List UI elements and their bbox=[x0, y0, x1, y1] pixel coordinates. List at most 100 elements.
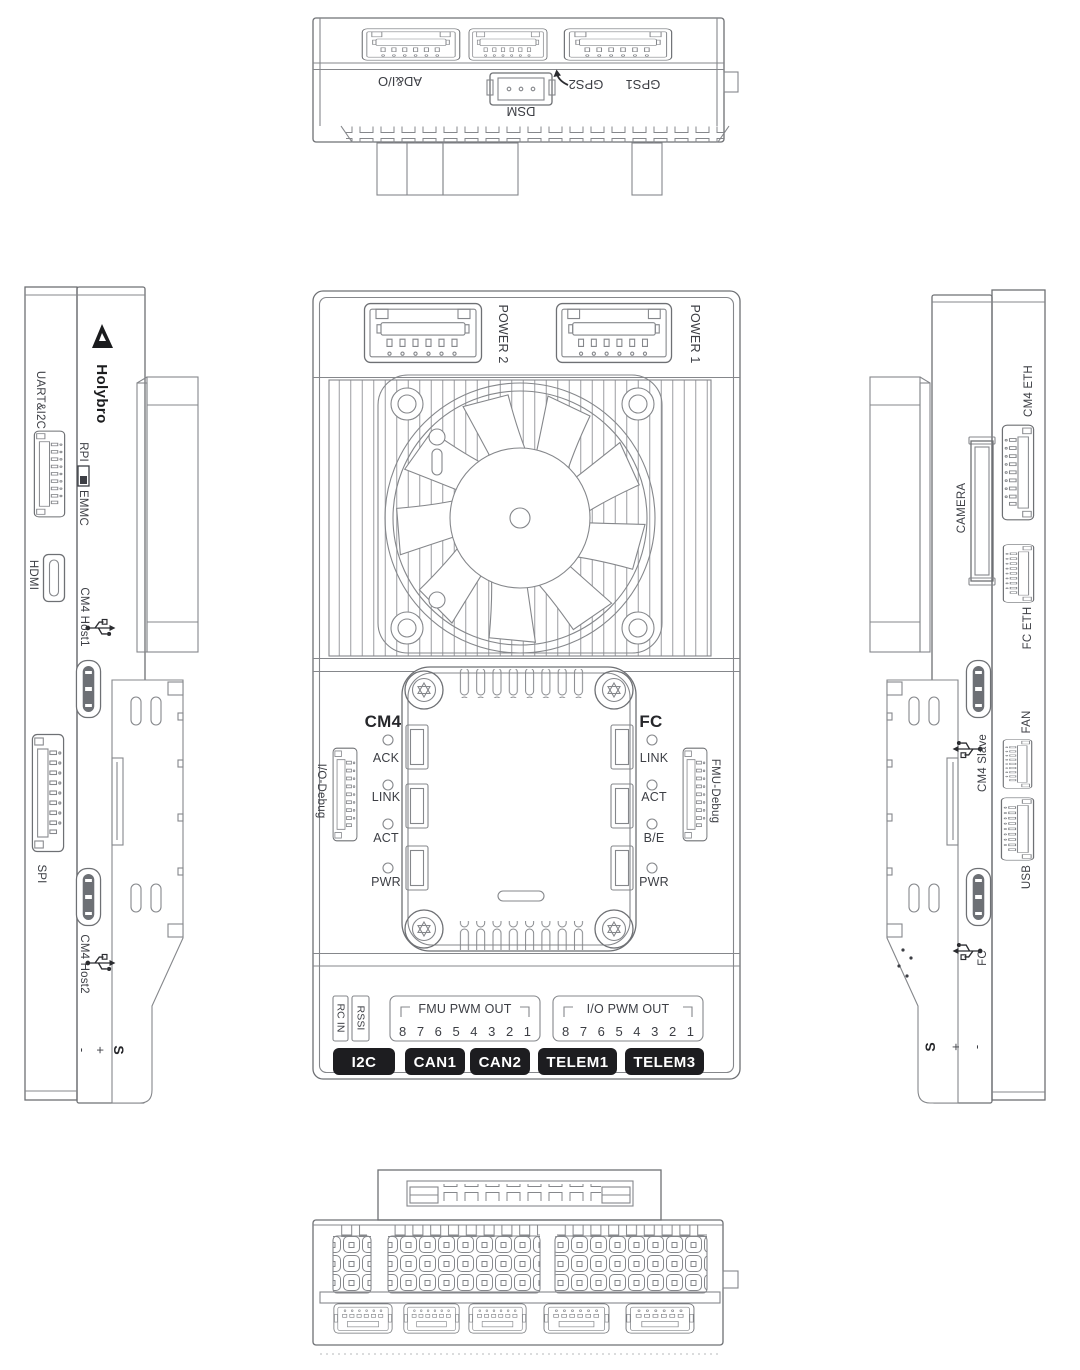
fan-screw bbox=[621, 611, 655, 645]
front-view: POWER 2 POWER 1 bbox=[312, 290, 741, 1080]
front-body bbox=[312, 290, 741, 1080]
led-act-label: ACT bbox=[373, 831, 399, 845]
fan-connector bbox=[1002, 739, 1033, 789]
label-emmc: EMMC bbox=[77, 490, 89, 526]
label-s: S bbox=[111, 1045, 127, 1054]
left-plate-outer bbox=[24, 286, 78, 1101]
right-side-view: CM4 ETH CAMERA FC ETH CM4 Slave FAN USB … bbox=[869, 289, 1046, 1104]
led-act bbox=[382, 818, 394, 830]
io-pwm-out-group: I/O PWM OUT 8 7 6 5 4 3 2 1 bbox=[552, 995, 704, 1042]
label-dsm: DSM bbox=[507, 104, 536, 119]
led-link-label: LINK bbox=[640, 751, 669, 765]
cm4-section-title: CM4 bbox=[365, 712, 402, 731]
label-rpi: RPI bbox=[77, 442, 89, 462]
cooling-fan bbox=[377, 374, 663, 658]
led-link bbox=[646, 734, 658, 746]
bottom-connector-4 bbox=[543, 1303, 610, 1334]
top-view: AD&I/O DSM GPS2 GPS1 bbox=[312, 17, 739, 196]
uart-i2c-connector bbox=[33, 430, 66, 518]
badge-can2: CAN2 bbox=[479, 1054, 522, 1071]
label-usb: USB bbox=[1021, 865, 1033, 889]
fan-screw bbox=[390, 611, 424, 645]
hdmi-connector bbox=[42, 553, 66, 603]
label-cm4-host2: CM4 Host2 bbox=[78, 934, 90, 993]
label-power1: POWER 1 bbox=[688, 304, 702, 363]
gps1-connector bbox=[563, 28, 673, 61]
led-pwr bbox=[646, 862, 658, 874]
carrier-handle bbox=[377, 1169, 662, 1221]
led-pwr-label: PWR bbox=[639, 875, 669, 889]
pin-header-blocks bbox=[332, 1235, 708, 1294]
badge-telem1: TELEM1 bbox=[546, 1054, 608, 1071]
badge-i2c: I2C bbox=[352, 1054, 377, 1071]
gps2-connector bbox=[468, 28, 548, 61]
cm4-leds: ACK LINK ACT PWR bbox=[371, 734, 401, 889]
label-fan: FAN bbox=[1021, 711, 1033, 734]
label-rssi: RSSI bbox=[355, 1006, 367, 1031]
bottom-view bbox=[312, 1169, 739, 1355]
heatsink-lower-wedge bbox=[111, 679, 184, 1104]
led-ack bbox=[382, 734, 394, 746]
header-tabs bbox=[557, 1225, 707, 1237]
plate-edge-bar bbox=[319, 1291, 721, 1304]
mount-foot bbox=[376, 142, 444, 196]
bottom-connector-2 bbox=[403, 1303, 460, 1334]
led-pwr-label: PWR bbox=[371, 875, 401, 889]
led-be bbox=[646, 818, 658, 830]
usb-connector bbox=[1000, 797, 1035, 861]
fc-section-title: FC bbox=[639, 712, 662, 731]
label-plus: + bbox=[948, 1043, 963, 1051]
io-debug-connector bbox=[332, 747, 358, 842]
dsm-connector bbox=[486, 72, 556, 106]
label-rc-in: RC IN bbox=[335, 1003, 347, 1032]
label-gps1: GPS1 bbox=[626, 77, 661, 92]
led-ack-label: ACK bbox=[373, 751, 400, 765]
label-minus: - bbox=[969, 1045, 984, 1049]
mount-foot bbox=[442, 142, 519, 196]
brand-label: Holybro bbox=[93, 364, 110, 423]
label-fc-eth: FC ETH bbox=[1022, 607, 1034, 650]
right-plate-outer bbox=[991, 289, 1046, 1101]
adio-connector bbox=[361, 28, 461, 61]
bottom-connector-5 bbox=[625, 1303, 695, 1334]
bottom-connector-3 bbox=[468, 1303, 527, 1334]
led-link bbox=[382, 779, 394, 791]
fan-hub bbox=[449, 447, 591, 589]
fmu-debug-connector bbox=[682, 747, 708, 842]
fan-screw bbox=[390, 387, 424, 421]
heatsink-top-block bbox=[136, 376, 199, 653]
fmu-pwm-out-group: FMU PWM OUT 8 7 6 5 4 3 2 1 bbox=[389, 995, 541, 1042]
rc-in-box bbox=[332, 995, 349, 1042]
label-spi: SPI bbox=[35, 864, 47, 883]
left-side-view: Holybro UART&I2C RPI EMMC HDMI CM4 Host1… bbox=[24, 286, 199, 1104]
badge-can1: CAN1 bbox=[414, 1054, 457, 1071]
label-uart-i2c: UART&I2C bbox=[34, 371, 46, 429]
led-link-label: LINK bbox=[372, 790, 401, 804]
fmu-pwm-channels: 8 7 6 5 4 3 2 1 bbox=[399, 1024, 531, 1039]
heatsink-top-block bbox=[869, 376, 931, 653]
fc-leds: LINK ACT B/E PWR bbox=[639, 734, 669, 889]
side-tab bbox=[723, 71, 739, 93]
fan-screw bbox=[621, 387, 655, 421]
gps2-arrow-icon bbox=[553, 69, 569, 86]
heatsink-lower-wedge bbox=[886, 679, 959, 1104]
cm4-host2-connector bbox=[75, 867, 102, 927]
shield-plate bbox=[401, 666, 637, 952]
label-fmu-debug: FMU-Debug bbox=[709, 759, 721, 823]
label-power2: POWER 2 bbox=[496, 304, 510, 363]
fc-eth-connector bbox=[1002, 544, 1035, 603]
label-hdmi: HDMI bbox=[27, 560, 39, 590]
rssi-box bbox=[351, 995, 370, 1042]
spi-connector bbox=[31, 733, 65, 853]
io-pwm-channels: 8 7 6 5 4 3 2 1 bbox=[562, 1024, 694, 1039]
led-pwr bbox=[382, 862, 394, 874]
led-act-label: ACT bbox=[641, 790, 667, 804]
label-cm4-slave: CM4 Slave bbox=[977, 734, 989, 792]
cm4-host1-connector bbox=[75, 659, 102, 719]
header-tabs bbox=[337, 1225, 367, 1237]
bottom-connector-1 bbox=[333, 1303, 393, 1334]
holybro-logo bbox=[92, 324, 113, 348]
header-tabs bbox=[390, 1225, 540, 1237]
